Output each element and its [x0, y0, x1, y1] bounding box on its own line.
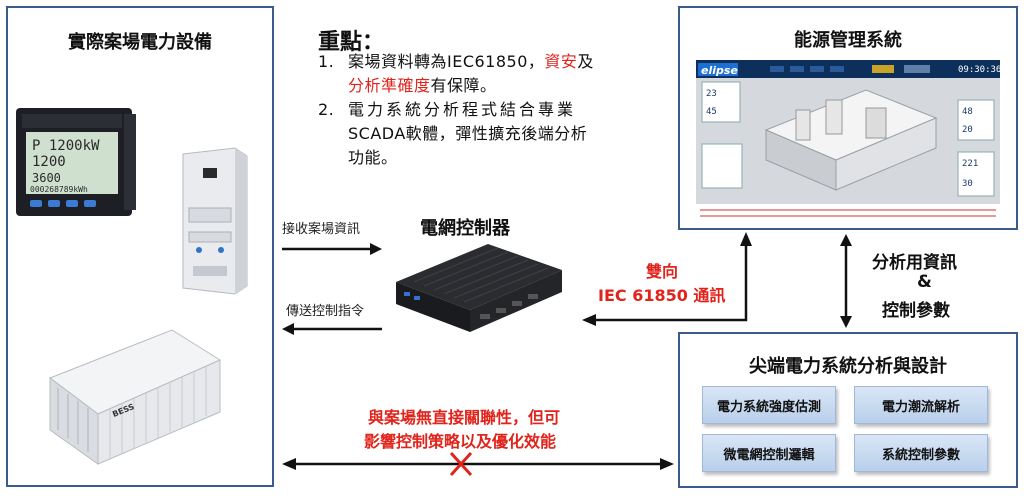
scada-value-3: 48	[962, 107, 973, 117]
scada-value-6: 30	[962, 179, 973, 189]
exchange-label-line-3: 控制參數	[882, 301, 950, 321]
send-arrow	[282, 323, 382, 335]
note-item-1: 1. 案場資料轉為IEC61850，資安及 分析準確度有保障。	[318, 50, 658, 98]
system-control-params-box: 系統控制參數	[854, 434, 988, 472]
notes-title: 重點：	[318, 30, 385, 55]
svg-text:3600: 3600	[32, 171, 61, 185]
bottom-note-line-1: 與案場無直接關聯性，但可	[368, 408, 561, 427]
scada-time: 09:30:36	[958, 65, 1000, 75]
scada-value-1: 23	[706, 89, 717, 99]
scada-screenshot: elipse 09:30:36 23 45 48 20 221 30	[696, 60, 1000, 224]
power-meter-illustration: P 1200kW 1200 3600 000268789kWh	[16, 108, 136, 216]
note-2-line-3: 功能。	[348, 148, 398, 167]
scada-value-4: 20	[962, 125, 973, 135]
microgrid-control-logic-box: 微電網控制邏輯	[702, 434, 836, 472]
power-system-strength-box: 電力系統強度估測	[702, 386, 836, 424]
analysis-exchange-arrow	[840, 234, 852, 328]
iec-communication-arrow	[582, 232, 752, 326]
power-flow-analysis-box: 電力潮流解析	[854, 386, 988, 424]
note-item-2: 2. 電力系統分析程式結合專業 SCADA軟體，彈性擴充後端分析 功能。	[318, 98, 658, 170]
note-1-text-post: 有保障。	[430, 76, 497, 95]
iec-label-line-2: IEC 61850 通訊	[598, 286, 726, 305]
receive-info-label: 接收案場資訊	[282, 222, 361, 237]
svg-text:P 1200kW: P 1200kW	[32, 138, 100, 154]
note-1-and: 及	[577, 52, 594, 71]
iec-label-line-1: 雙向	[646, 262, 679, 281]
bess-container-illustration	[48, 329, 222, 465]
analysis-panel: 尖端電力系統分析與設計 電力系統強度估測 電力潮流解析 微電網控制邏輯 系統控制…	[678, 332, 1018, 488]
site-equipment-title: 實際案場電力設備	[68, 32, 212, 53]
scada-value-2: 45	[706, 107, 717, 117]
analysis-title: 尖端電力系統分析與設計	[749, 356, 947, 377]
grid-controller-title: 電網控制器	[420, 218, 510, 239]
cross-icon	[449, 451, 473, 477]
receive-arrow	[282, 243, 382, 255]
exchange-label-line-2: &	[917, 272, 932, 292]
note-1-text-pre: 案場資料轉為IEC61850，	[348, 52, 545, 71]
note-2-line-2: SCADA軟體，彈性擴充後端分析	[348, 124, 588, 143]
grid-controller-illustration	[396, 244, 562, 332]
note-1-number: 1.	[318, 52, 335, 71]
no-direct-link-arrow	[282, 458, 674, 470]
bottom-note-line-2: 影響控制策略以及優化效能	[364, 432, 557, 451]
ems-panel: 能源管理系統 elipse 09:30:36 23 45 48 20 221 3…	[678, 6, 1018, 230]
inverter-cabinet-illustration	[182, 147, 248, 295]
svg-text:000268789kWh: 000268789kWh	[30, 185, 88, 194]
note-2-number: 2.	[318, 100, 335, 119]
ems-title: 能源管理系統	[794, 30, 902, 51]
send-command-label: 傳送控制指令	[286, 304, 365, 319]
note-1-accuracy: 分析準確度	[348, 76, 431, 95]
svg-text:1200: 1200	[32, 154, 66, 170]
scada-value-5: 221	[962, 159, 978, 169]
scada-logo: elipse	[701, 64, 738, 77]
note-1-security: 資安	[544, 52, 578, 71]
exchange-label-line-1: 分析用資訊	[872, 253, 957, 273]
note-2-line-1: 電力系統分析程式結合專業	[348, 100, 577, 119]
site-equipment-panel: 實際案場電力設備 P 1200kW 1200 3600 000268789kWh	[6, 6, 274, 487]
